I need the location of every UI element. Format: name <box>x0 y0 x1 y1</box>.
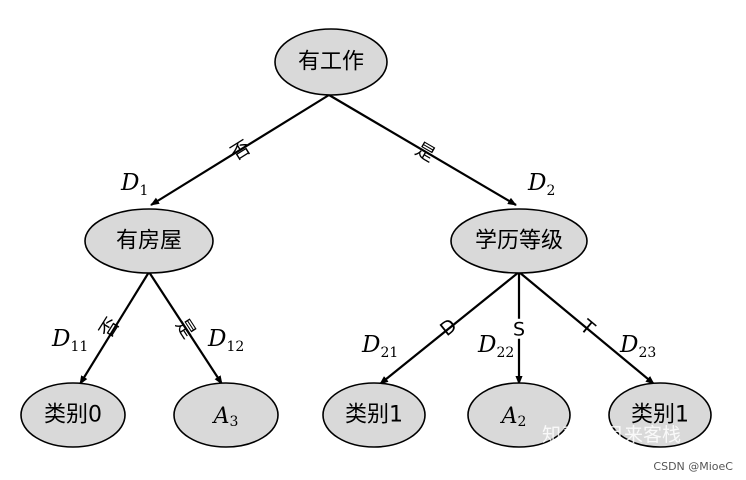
node-house: 有房屋 <box>84 208 214 274</box>
node-root-label: 有工作 <box>298 50 364 75</box>
node-c0: 类别0 <box>20 382 126 448</box>
set-label-d11: D11 <box>51 326 88 355</box>
watermark-text: 知乎 @月来客栈 <box>542 424 681 446</box>
node-c1a: 类别1 <box>322 382 426 448</box>
node-c1b: 类别1 <box>608 382 712 448</box>
edge-label-root-edu: 是 <box>412 138 439 167</box>
node-root: 有工作 <box>274 28 388 96</box>
edge-root-edu <box>328 94 517 206</box>
node-house-label: 有房屋 <box>116 229 182 254</box>
edge-house-c0 <box>79 271 150 385</box>
node-a2-label: A2 <box>500 404 527 431</box>
set-label-d21: D21 <box>361 332 398 361</box>
set-label-d1: D1 <box>120 170 148 199</box>
edge-label-edu-a2: S <box>513 319 525 341</box>
node-a3-label: A3 <box>212 404 239 431</box>
set-label-d12: D12 <box>207 326 244 355</box>
node-c1a-label: 类别1 <box>345 403 403 428</box>
edge-house-a3 <box>148 271 223 385</box>
edge-label-root-house: 否 <box>227 136 255 165</box>
credit-text: CSDN @MioeC <box>653 460 733 473</box>
edge-label-house-a3: 是 <box>171 315 200 343</box>
edge-edu-c1a <box>379 271 520 385</box>
set-label-d2: D2 <box>527 170 555 199</box>
edge-root-house <box>150 94 330 206</box>
node-c1b-label: 类别1 <box>631 403 689 428</box>
edge-edu-c1b <box>518 271 655 385</box>
node-edu: 学历等级 <box>450 208 588 274</box>
node-a3: A3 <box>173 382 279 448</box>
set-label-d22: D22 <box>477 332 514 361</box>
set-label-d23: D23 <box>619 332 656 361</box>
node-a2: A2 <box>467 382 571 448</box>
node-c0-label: 类别0 <box>44 403 102 428</box>
node-edu-label: 学历等级 <box>475 229 563 254</box>
